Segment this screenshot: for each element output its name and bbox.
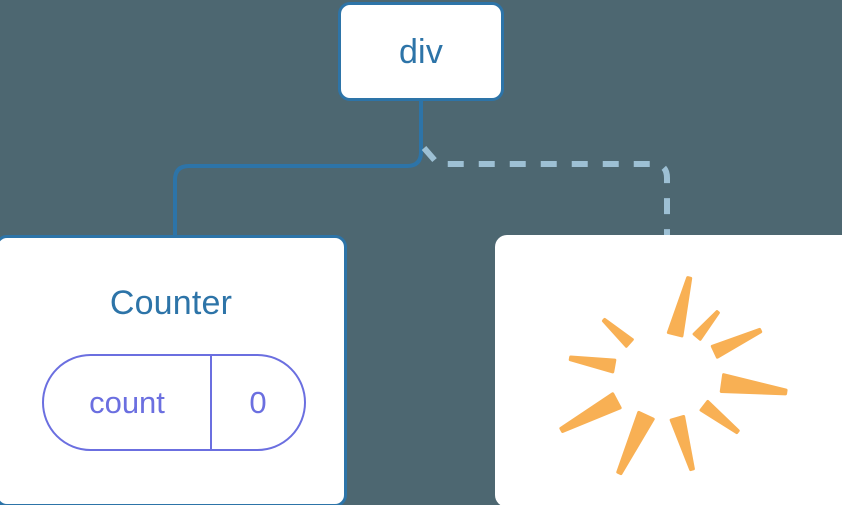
- sparkle-ray-8: [568, 355, 617, 374]
- sparkle-ray-7: [559, 392, 622, 433]
- state-pill-count[interactable]: count 0: [42, 354, 306, 451]
- sparkle-ray-9: [601, 317, 634, 348]
- state-pill-key: count: [44, 356, 212, 449]
- sparkle-burst-icon: [559, 276, 788, 476]
- sparkle-ray-5: [669, 414, 695, 472]
- sparkle-ray-6: [616, 410, 655, 476]
- node-counter-label: Counter: [109, 284, 233, 322]
- node-div-label: div: [398, 32, 444, 71]
- node-rerender-sparkle[interactable]: [495, 235, 842, 505]
- sparkle-ray-2: [710, 327, 763, 359]
- node-div[interactable]: div: [338, 2, 504, 101]
- state-pill-value: 0: [249, 384, 267, 420]
- sparkle-ray-0: [666, 276, 693, 338]
- node-counter[interactable]: Counter count 0: [0, 235, 347, 505]
- sparkle-ray-4: [699, 399, 740, 435]
- edge-div-rerender: [421, 146, 670, 238]
- edge-div-counter: [173, 99, 423, 240]
- sparkle-ray-1: [692, 310, 720, 341]
- sparkle-ray-3: [719, 373, 788, 396]
